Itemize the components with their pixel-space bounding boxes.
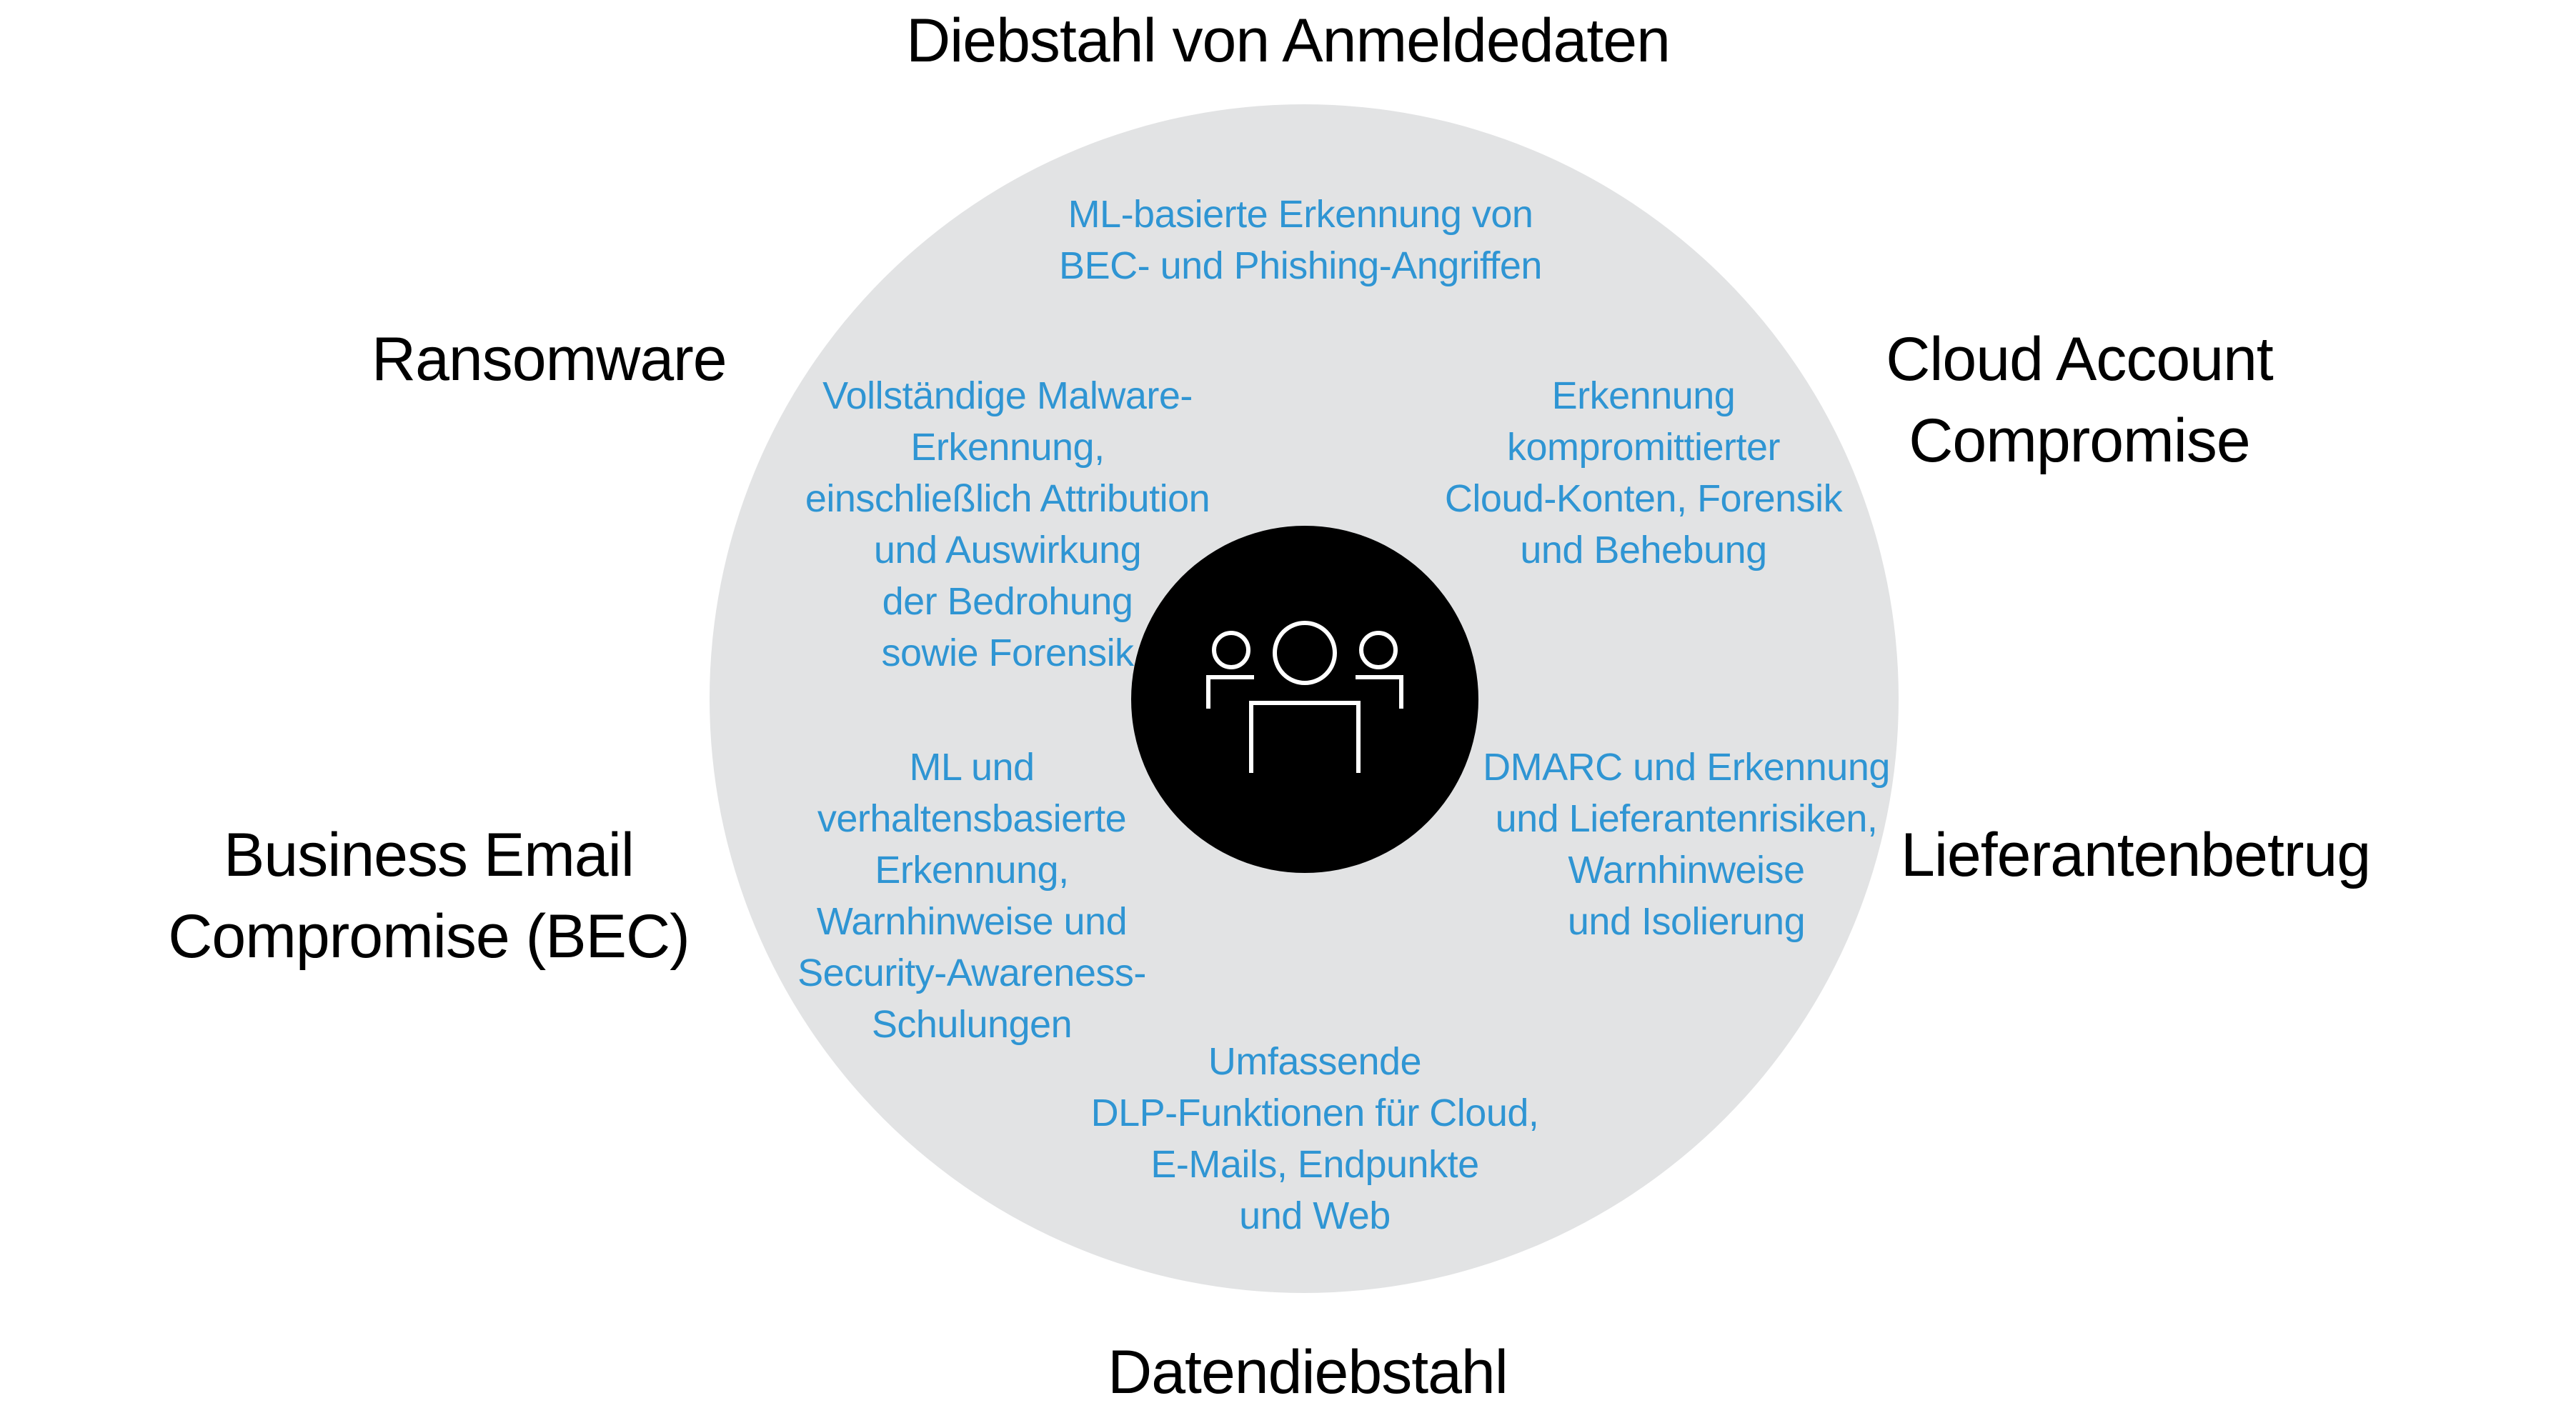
threat-supplier-fraud: Lieferantenbetrug [1901,821,2371,889]
capability-dlp: Umfassende DLP-Funktionen für Cloud, E-M… [1090,1040,1539,1237]
threat-data-theft: Datendiebstahl [1108,1338,1508,1407]
capability-behavioral-detection: ML und verhaltensbasierte Erkennung, War… [797,746,1146,1046]
capability-phishing-detection: ML-basierte Erkennung von BEC- und Phish… [1059,193,1542,287]
threat-business-email-compromise: Business Email Compromise (BEC) [168,821,690,971]
capability-cloud-account-detection: Erkennung kompromittierter Cloud-Konten,… [1444,374,1843,571]
center-circle [1131,526,1478,873]
capability-dmarc-supplier-risk: DMARC und Erkennung und Lieferantenrisik… [1483,746,1890,943]
capability-malware-detection: Vollständige Malware- Erkennung, einschl… [805,374,1210,674]
threat-credential-theft: Diebstahl von Anmeldedaten [906,6,1671,75]
threat-ransomware: Ransomware [372,325,727,394]
threat-cloud-account-compromise: Cloud Account Compromise [1886,325,2274,475]
users-group-icon [1206,621,1403,773]
